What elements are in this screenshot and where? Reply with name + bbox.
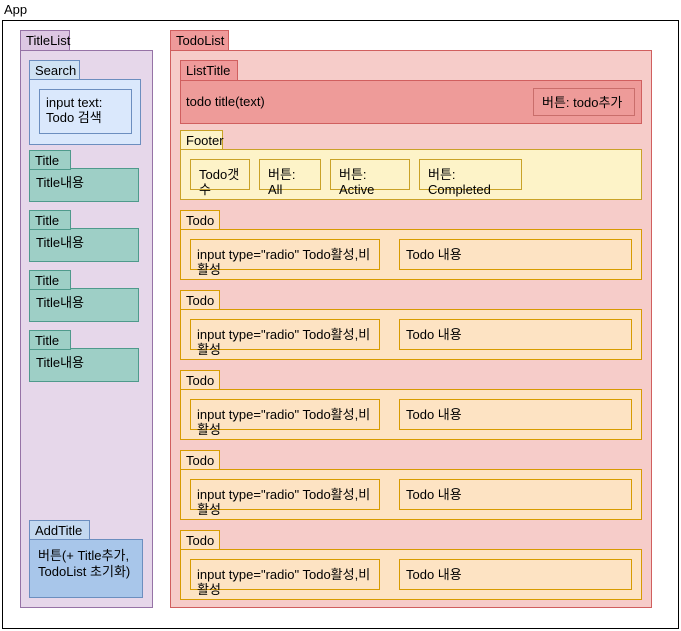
title-item-content-1[interactable]: Title내용: [29, 228, 139, 262]
todo-tab-1[interactable]: Todo: [180, 290, 220, 310]
todo-title-text: todo title(text): [186, 94, 265, 109]
title-item-content-0[interactable]: Title내용: [29, 168, 139, 202]
todo-radio-1[interactable]: input type="radio" Todo활성,비활성: [190, 319, 380, 357]
todo-content-4[interactable]: Todo 내용: [399, 559, 632, 590]
todo-tab-3[interactable]: Todo: [180, 450, 220, 470]
todo-tab-4[interactable]: Todo: [180, 530, 220, 550]
title-item-tab-1[interactable]: Title: [29, 210, 71, 230]
filter-active-button[interactable]: 버튼: Active: [330, 159, 410, 197]
list-title-tab[interactable]: ListTitle: [180, 60, 238, 81]
title-item-content-2[interactable]: Title내용: [29, 288, 139, 322]
title-item-tab-0[interactable]: Title: [29, 150, 71, 170]
todo-radio-3[interactable]: input type="radio" Todo활성,비활성: [190, 479, 380, 517]
filter-all-button[interactable]: 버튼: All: [259, 159, 321, 197]
todo-count-badge: Todo갯수: [190, 159, 250, 197]
footer-tab[interactable]: Footer: [180, 130, 224, 150]
todo-content-2[interactable]: Todo 내용: [399, 399, 632, 430]
add-title-button[interactable]: 버튼(+ Title추가, TodoList 초기화): [29, 539, 143, 598]
filter-completed-button[interactable]: 버튼: Completed: [419, 159, 522, 197]
todo-tab-2[interactable]: Todo: [180, 370, 220, 390]
todo-radio-0[interactable]: input type="radio" Todo활성,비활성: [190, 239, 380, 277]
title-item-content-3[interactable]: Title내용: [29, 348, 139, 382]
todo-tab-0[interactable]: Todo: [180, 210, 220, 230]
title-list-tab[interactable]: TitleList: [20, 30, 70, 51]
todo-radio-4[interactable]: input type="radio" Todo활성,비활성: [190, 559, 380, 597]
search-tab[interactable]: Search: [29, 60, 80, 80]
todo-content-1[interactable]: Todo 내용: [399, 319, 632, 350]
app-label: App: [4, 2, 28, 17]
footer-panel: [180, 149, 642, 200]
search-input[interactable]: input text: Todo 검색: [39, 89, 132, 134]
add-todo-button[interactable]: 버튼: todo추가: [533, 88, 635, 116]
todo-radio-2[interactable]: input type="radio" Todo활성,비활성: [190, 399, 380, 437]
todo-content-0[interactable]: Todo 내용: [399, 239, 632, 270]
add-title-tab[interactable]: AddTitle: [29, 520, 90, 540]
title-item-tab-3[interactable]: Title: [29, 330, 71, 350]
title-item-tab-2[interactable]: Title: [29, 270, 71, 290]
todo-list-tab[interactable]: TodoList: [170, 30, 229, 51]
todo-content-3[interactable]: Todo 내용: [399, 479, 632, 510]
